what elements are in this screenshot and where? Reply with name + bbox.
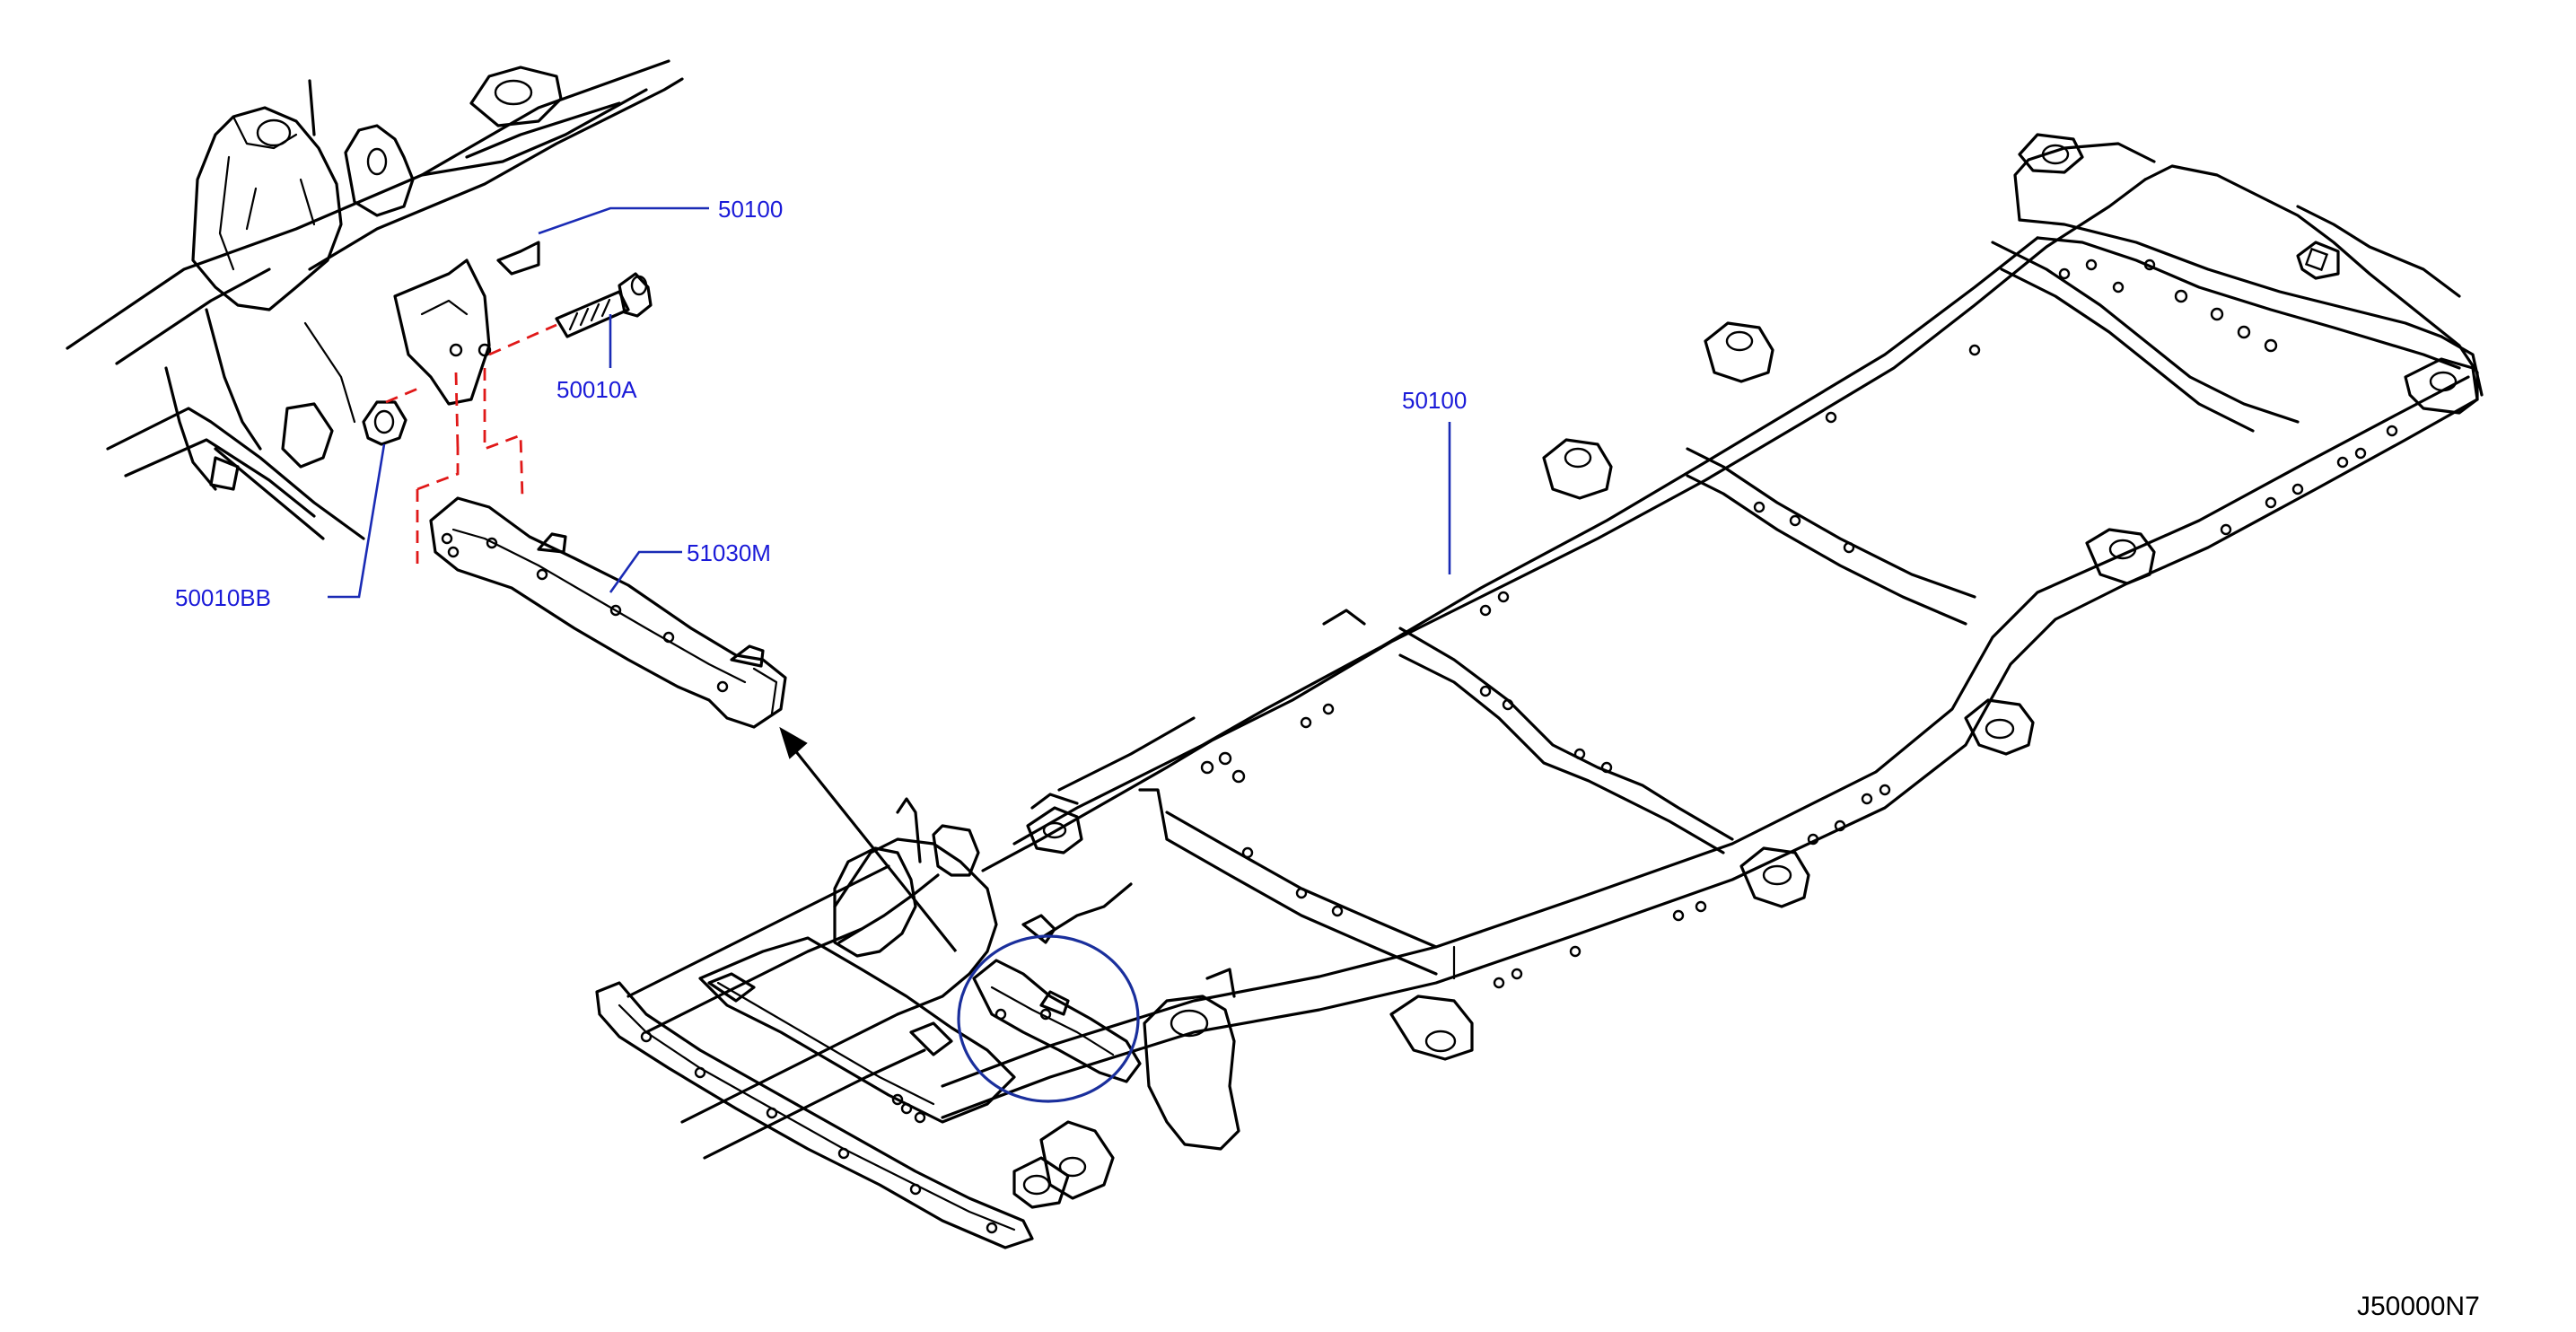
crossmember-part: [429, 496, 787, 729]
leader-lines: [328, 206, 1451, 599]
leader-50010BB: [328, 443, 386, 599]
bolt-part: [555, 272, 653, 338]
diagram-code: J50000N7: [2357, 1292, 2480, 1321]
detail-frame-section: [66, 59, 684, 540]
main-frame-assembly: [595, 133, 2484, 1249]
part-label-50100-main: 50100: [1402, 387, 1467, 414]
dashed-guide-lines: [385, 323, 557, 565]
part-label-50010BB: 50010BB: [175, 584, 271, 611]
detail-callout-circle: [957, 934, 1140, 1103]
leader-51030M: [609, 550, 682, 593]
part-label-51030M: 51030M: [687, 539, 771, 566]
part-label-50100-detail: 50100: [718, 196, 783, 223]
detail-arrow: [779, 726, 958, 952]
leader-50100-detail: [538, 206, 709, 235]
part-label-50010A: 50010A: [556, 376, 637, 403]
nut-part: [362, 400, 407, 446]
